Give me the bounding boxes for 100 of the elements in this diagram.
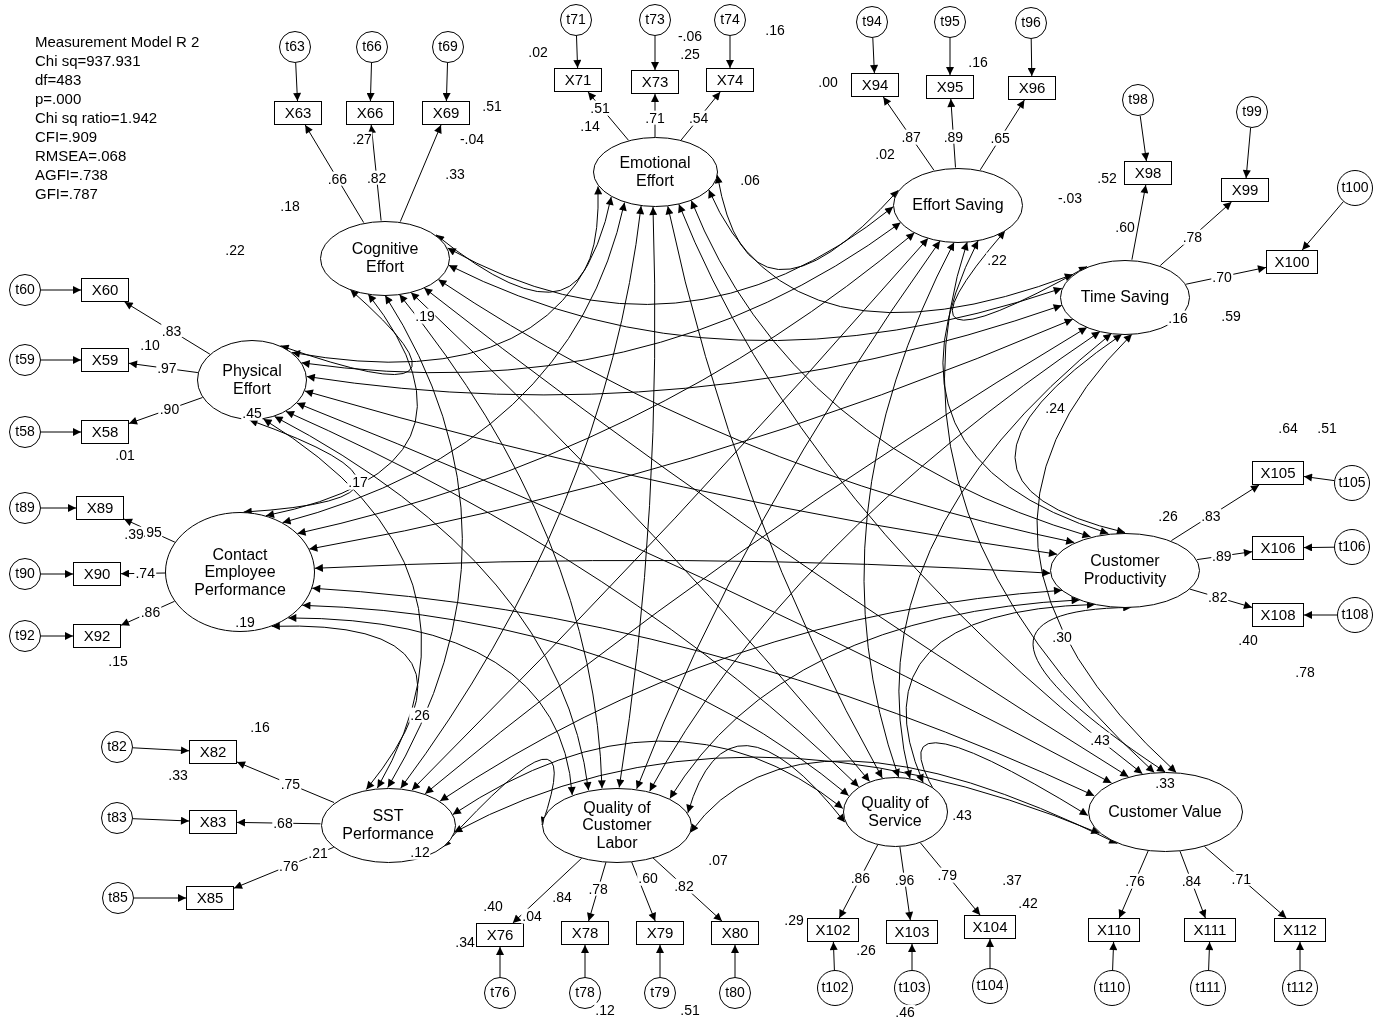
- arrow: [1118, 850, 1149, 919]
- arrow: [40, 632, 74, 640]
- error-term-circle: t60: [9, 274, 41, 306]
- coefficient-value: .43: [951, 807, 973, 823]
- coefficient-value: .39: [123, 526, 145, 542]
- error-term-circle: t92: [9, 620, 41, 652]
- edge-label: .83: [160, 323, 183, 339]
- indicator-box: X105: [1252, 461, 1304, 485]
- latent-variable-ellipse: Effort Saving: [893, 167, 1023, 243]
- error-term-circle: t59: [9, 344, 41, 376]
- double-headed-arrow: [690, 760, 1118, 844]
- error-term-circle: t96: [1015, 7, 1047, 39]
- double-headed-arrow: [715, 174, 899, 270]
- indicator-box: X111: [1184, 918, 1236, 942]
- edge-label: .70: [1211, 269, 1233, 284]
- coefficient-value: .17: [347, 474, 369, 490]
- indicator-box: X94: [851, 73, 899, 97]
- error-term-circle: t78: [569, 977, 601, 1009]
- edge-label: .87: [900, 129, 922, 145]
- double-headed-arrow: [649, 331, 1101, 792]
- coefficient-value: .40: [482, 898, 504, 914]
- double-headed-arrow: [282, 202, 627, 525]
- edge-label: .82: [1206, 589, 1229, 605]
- coefficient-value: .19: [414, 308, 436, 324]
- indicator-box: X85: [186, 886, 234, 910]
- coefficient-value: .06: [739, 172, 761, 188]
- coefficient-value: .26: [855, 942, 877, 958]
- coefficient-value: .25: [679, 46, 701, 62]
- arrow: [1027, 38, 1036, 77]
- error-term-circle: t112: [1282, 970, 1318, 1006]
- arrow: [1303, 473, 1335, 482]
- double-headed-arrow: [285, 410, 860, 788]
- indicator-box: X78: [561, 921, 609, 945]
- indicator-box: X110: [1088, 918, 1140, 942]
- double-headed-arrow: [297, 232, 915, 536]
- double-headed-arrow: [898, 333, 1112, 779]
- arrow: [236, 761, 335, 803]
- coefficient-value: .24: [1044, 400, 1066, 416]
- indicator-box: X102: [807, 918, 859, 942]
- indicator-box: X74: [706, 68, 754, 92]
- coefficient-value: .37: [1001, 872, 1023, 888]
- error-term-circle: t79: [644, 977, 676, 1009]
- double-headed-arrow: [943, 241, 1155, 773]
- coefficient-value: .78: [1294, 664, 1316, 680]
- fit-statistic: GFI=.787: [35, 186, 98, 203]
- arrow: [838, 844, 879, 919]
- double-headed-arrow: [306, 304, 1063, 396]
- double-headed-arrow: [271, 622, 418, 790]
- error-term-circle: t102: [817, 970, 853, 1006]
- coefficient-value: .12: [594, 1002, 616, 1018]
- latent-variable-ellipse: Emotional Effort: [592, 137, 718, 207]
- indicator-box: X90: [73, 562, 121, 586]
- error-term-circle: t69: [432, 31, 464, 63]
- edge-label: .96: [893, 872, 916, 888]
- arrow: [40, 428, 82, 436]
- arrow: [496, 946, 504, 978]
- arrow: [40, 570, 74, 578]
- indicator-box: X95: [926, 75, 974, 99]
- arrow: [631, 861, 656, 922]
- double-headed-arrow: [942, 240, 1109, 535]
- arrow: [1242, 127, 1252, 179]
- coefficient-value: .43: [1089, 732, 1111, 748]
- coefficient-value: .51: [589, 100, 611, 116]
- arrow: [829, 941, 838, 971]
- coefficient-value: .51: [679, 1002, 701, 1018]
- edge-label: .79: [936, 867, 958, 883]
- double-headed-arrow: [400, 205, 644, 789]
- fit-statistic: p=.000: [35, 91, 82, 108]
- coefficient-value: .60: [637, 870, 659, 886]
- coefficient-value: .51: [1316, 420, 1338, 436]
- arrow: [882, 96, 935, 171]
- double-headed-arrow: [274, 416, 592, 791]
- indicator-box: X69: [422, 101, 470, 125]
- arrow: [1159, 201, 1232, 266]
- edge-label: .86: [849, 870, 872, 886]
- arrow: [726, 35, 734, 69]
- edge-label: .84: [1180, 873, 1203, 889]
- error-term-circle: t104: [972, 968, 1008, 1004]
- edge-label: .82: [673, 878, 695, 894]
- error-term-circle: t71: [560, 4, 592, 36]
- error-term-circle: t100: [1337, 170, 1373, 206]
- indicator-box: X59: [81, 348, 129, 372]
- arrow: [1296, 941, 1304, 971]
- indicator-box: X103: [886, 920, 938, 944]
- coefficient-value: .60: [1114, 219, 1136, 235]
- double-headed-arrow: [447, 206, 894, 305]
- coefficient-value: .19: [234, 614, 256, 630]
- arrow: [132, 746, 190, 755]
- edge-label: .66: [326, 171, 349, 186]
- double-headed-arrow: [263, 418, 423, 789]
- double-headed-arrow: [311, 584, 1095, 797]
- error-term-circle: t82: [101, 731, 133, 763]
- arrow: [908, 943, 916, 971]
- indicator-box: X66: [346, 101, 394, 125]
- coefficient-value: .00: [817, 74, 839, 90]
- coefficient-value: .10: [139, 337, 161, 353]
- coefficient-value: .27: [351, 131, 373, 147]
- double-headed-arrow: [301, 222, 902, 373]
- indicator-box: X99: [1221, 178, 1269, 202]
- edge-label: .82: [365, 170, 388, 185]
